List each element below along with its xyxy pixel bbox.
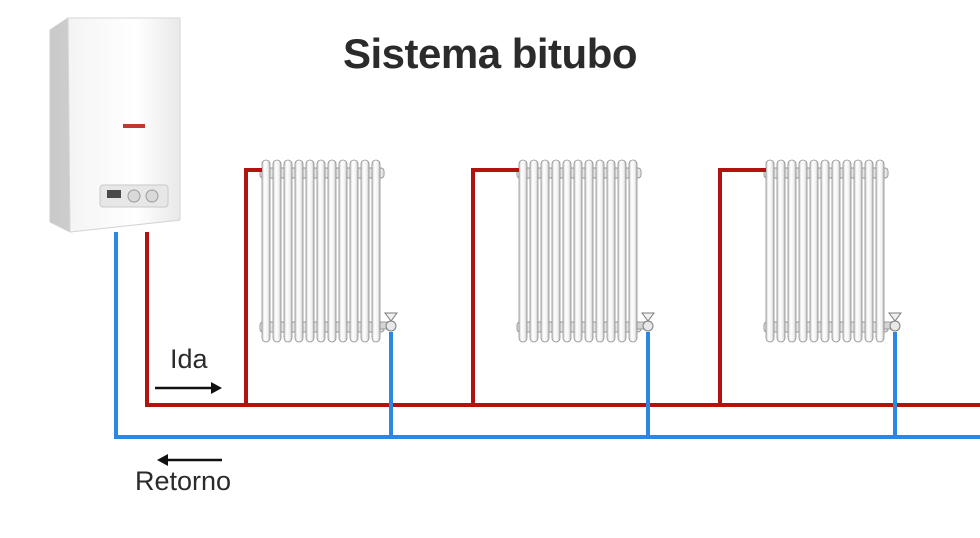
column-radiator-icon [516,159,655,343]
boiler-display [107,190,121,198]
supply-pipes [145,168,980,407]
return-label: Retorno [135,466,232,496]
radiator-valve-icon [636,312,655,332]
boiler-knob-2 [145,189,159,203]
supply-arrow-icon [155,382,222,394]
diagram-title: Sistema bitubo [342,30,638,77]
return-arrow-icon [157,454,222,466]
column-radiator-icon [763,159,902,343]
wall-boiler-icon [49,17,181,233]
boiler-knob-1 [127,189,141,203]
radiator-valve-icon [883,312,902,332]
column-radiator-icon [259,159,398,343]
boiler-brand-logo [123,124,145,128]
supply-label: Ida [170,344,208,374]
return-pipes [114,232,980,439]
radiator-valve-icon [379,312,398,332]
